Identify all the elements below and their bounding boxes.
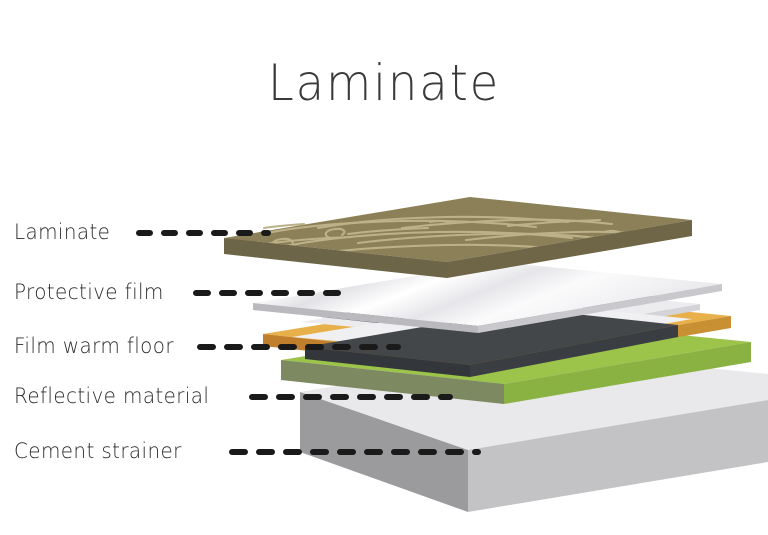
protective-film-front-face [478, 284, 722, 333]
layer-laminate [224, 197, 692, 278]
cement-top-face [352, 385, 768, 443]
heater-strip-main-edge [470, 325, 678, 377]
layer-reflective-material [281, 320, 751, 404]
layer-cement-strainer [300, 352, 768, 512]
laminate-top-face [224, 197, 692, 262]
heater-strip-main [305, 309, 678, 365]
heater-strip-main-front [305, 347, 470, 377]
laminate-wood-grain [236, 215, 660, 258]
cement-top-face-main [300, 352, 768, 450]
label-film-warm-floor: Film warm floor [14, 334, 174, 358]
reflective-left-face [281, 360, 504, 404]
laminate-left-face [224, 238, 447, 278]
protective-film-top-face [253, 262, 722, 326]
label-cement-strainer: Cement strainer [14, 439, 182, 463]
warm-floor-top-face [263, 294, 731, 358]
laminate-underlay-stripe [224, 200, 470, 246]
reflective-front-face [504, 342, 751, 404]
layer-film-warm-floor [263, 283, 731, 377]
cement-left-face [300, 392, 468, 512]
reflective-top-face [281, 320, 751, 384]
warm-floor-white-sheet-lower [292, 301, 692, 355]
leader-lines [136, 230, 481, 455]
protective-film-left-face [253, 303, 478, 333]
laminate-front-face [447, 220, 692, 278]
warm-floor-front-face [486, 316, 731, 370]
layer-protective-film [253, 262, 722, 333]
warm-floor-left-face [263, 334, 486, 370]
page-title: Laminate [267, 54, 501, 112]
label-reflective-material: Reflective material [14, 384, 210, 408]
heater-strip-upper [321, 283, 662, 333]
warm-floor-white-sheet-upper [300, 286, 700, 340]
label-laminate: Laminate [14, 220, 111, 244]
warm-floor-white-sheet-upper-edge [498, 304, 700, 346]
label-protective-film: Protective film [14, 280, 164, 304]
cement-front-face [468, 400, 768, 512]
